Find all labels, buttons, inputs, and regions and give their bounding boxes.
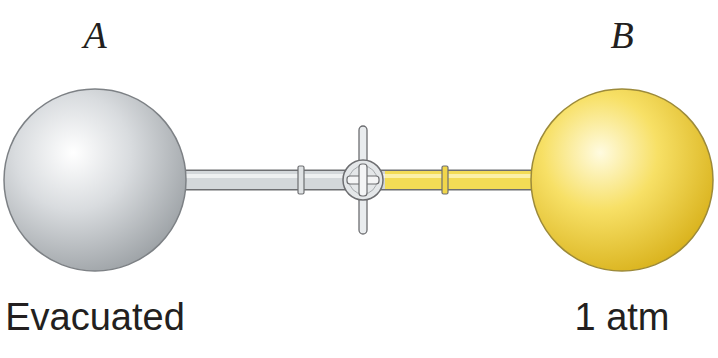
- bulb-letter: A: [83, 16, 106, 54]
- stopcock-valve: [343, 126, 383, 234]
- pressure-label: 1 atm: [574, 298, 669, 336]
- bulb-shape: [3, 88, 187, 272]
- bulb-outline: [4, 89, 186, 271]
- tube-flange: [298, 166, 448, 194]
- bulb-outline: [531, 89, 713, 271]
- pressure-label: Evacuated: [5, 298, 185, 336]
- bulb-shape: [530, 88, 714, 272]
- glass-bulb: B1 atm: [530, 88, 714, 272]
- bulb-letter: B: [610, 16, 633, 54]
- glass-bulb: AEvacuated: [3, 88, 187, 272]
